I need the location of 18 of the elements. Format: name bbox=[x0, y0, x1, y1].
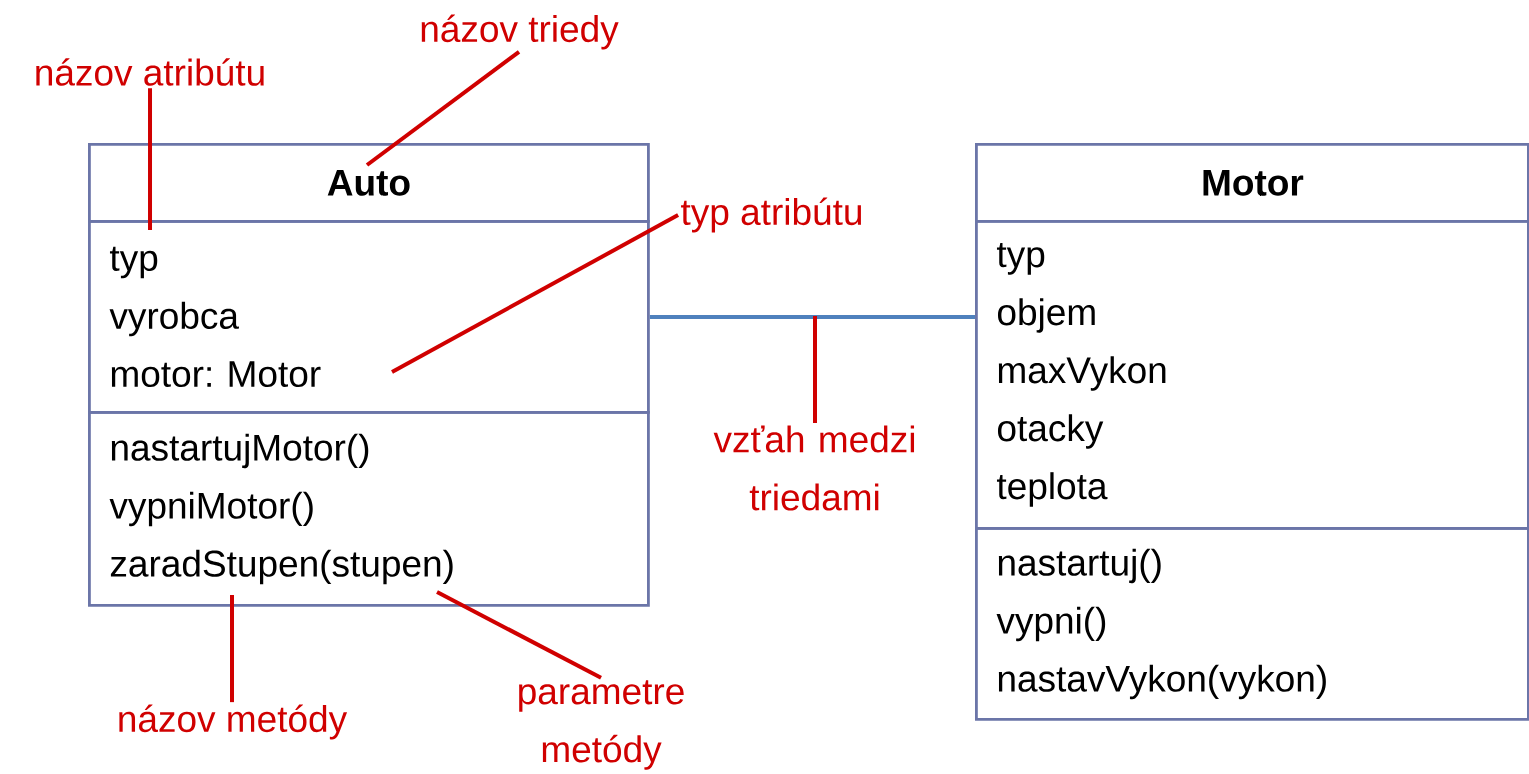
class-name-compartment: Motor bbox=[975, 143, 1529, 223]
annotation-label: parametre metódy bbox=[519, 680, 684, 770]
annotation-label: vzťah medzi triedami bbox=[713, 425, 915, 511]
annotation-label: názov metódy bbox=[119, 704, 348, 740]
association-line bbox=[649, 314, 975, 319]
method-compartment: nastartujMotor() vypniMotor() zaradStupen(stupen) bbox=[88, 411, 650, 607]
leader-line bbox=[230, 595, 234, 703]
leader-line bbox=[391, 213, 680, 374]
leader-line bbox=[813, 316, 817, 423]
attribute-compartment: typ objem maxVykon otacky teplota bbox=[975, 220, 1529, 530]
annotation-label: názov triedy bbox=[421, 14, 619, 50]
method-compartment: nastartuj() vypni() nastavVykon(vykon) bbox=[975, 527, 1529, 721]
leader-line bbox=[365, 50, 521, 167]
annotation-label: názov atribútu bbox=[36, 58, 264, 86]
leader-line bbox=[436, 590, 602, 680]
leader-line bbox=[148, 88, 152, 230]
class-name-compartment: Auto bbox=[88, 143, 650, 223]
annotation-label: typ atribútu bbox=[681, 197, 862, 233]
